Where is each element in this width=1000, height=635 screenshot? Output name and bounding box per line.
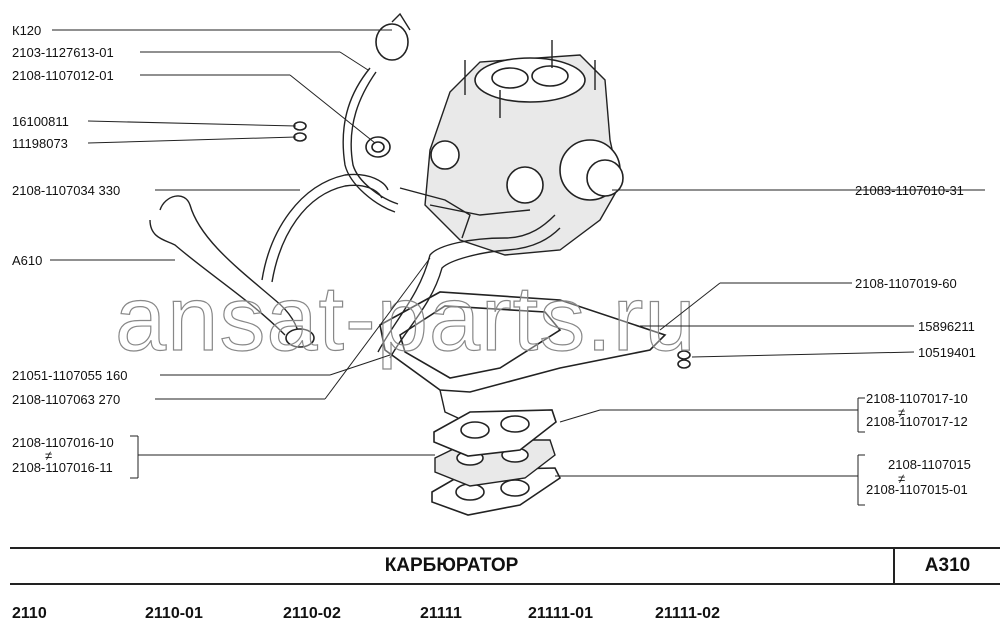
label-2108-1107063: 2108-1107063 270 [12,392,120,407]
label-2108-1107016-11: 2108-1107016-11 [12,460,113,475]
label-15896211: 15896211 [918,319,975,334]
model-item: 21111 [420,605,462,622]
neq-sign-1107015: ≠ [898,471,905,486]
watermark: ansat-parts.ru [115,268,697,370]
model-item: 21111-01 [528,605,593,622]
model-item: 2110-02 [283,605,341,622]
model-item: 21111-02 [655,605,720,622]
label-2108-1107015-01: 2108-1107015-01 [866,482,968,497]
neq-sign-1107017: ≠ [898,405,905,420]
nut-washer-right [677,350,691,369]
label-10519401: 10519401 [918,345,976,360]
hose-a610 [149,195,315,348]
parts-drawing [149,12,691,516]
model-item: 2110 [12,605,47,622]
label-2108-1107016-10: 2108-1107016-10 [12,435,114,450]
heat-shield-plate [379,291,667,419]
neq-sign-1107016: ≠ [45,448,52,463]
part-labels: К120 2103-1127613-01 2108-1107012-01 161… [12,23,976,497]
filter-k120 [375,12,411,61]
label-k120: К120 [12,23,41,38]
label-21051-1107055: 21051-1107055 160 [12,368,127,383]
label-2108-1107017-10: 2108-1107017-10 [866,391,968,406]
label-16100811: 16100811 [12,114,69,129]
hose-clamp [365,136,391,158]
label-11198073: 11198073 [12,136,68,151]
carburetor-diagram: ansat-parts.ru К120 [12,12,985,516]
label-21083-1107010-31: 21083-1107010-31 [855,183,964,198]
label-2103-1127613-01: 2103-1127613-01 [12,45,114,60]
diagram-title: КАРБЮРАТОР [10,549,895,583]
leader-lines [50,29,985,506]
nut-washer-left [293,121,307,142]
label-a610: А610 [12,253,42,268]
label-2108-1107034: 2108-1107034 330 [12,183,120,198]
label-2108-1107015: 2108-1107015 [888,457,971,472]
label-2108-1107017-12: 2108-1107017-12 [866,414,968,429]
carburetor-body [399,40,624,256]
hose-main [261,173,389,283]
label-2108-1107019-60: 2108-1107019-60 [855,276,957,291]
title-bar: КАРБЮРАТОР А310 [10,547,1000,585]
hose-long [377,214,561,359]
diagram-code: А310 [924,555,971,576]
gasket-upper [433,409,557,457]
model-item: 2110-01 [145,605,203,622]
hose-thin [342,67,399,213]
label-2108-1107012-01: 2108-1107012-01 [12,68,114,83]
